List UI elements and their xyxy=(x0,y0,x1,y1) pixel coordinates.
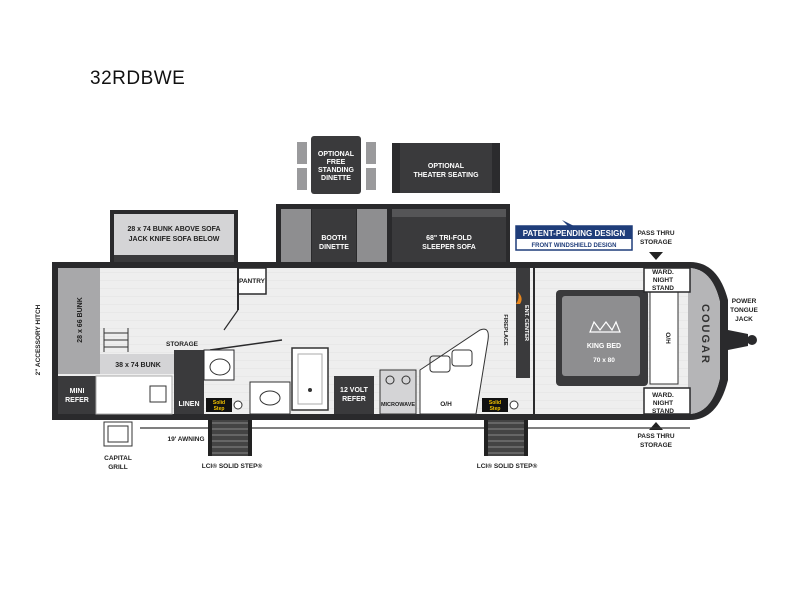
dinette-line-4: DINETTE xyxy=(321,175,351,182)
sleeper-sofa-line-1: 68" TRI-FOLD xyxy=(426,235,472,242)
ent-center-label: ENT. CENTER xyxy=(523,305,529,341)
entry-steps-right xyxy=(484,420,528,456)
optional-dinette: OPTIONAL FREE STANDING DINETTE xyxy=(297,136,376,194)
front-oh-label: O/H xyxy=(664,332,671,344)
king-bed: KING BED 70 x 80 xyxy=(556,290,648,386)
dinette-line-2: FREE xyxy=(327,159,346,166)
step-logo-icon xyxy=(233,400,243,410)
rear-bunk: 28 x 66 BUNK xyxy=(58,268,129,374)
twelve-volt-refer: 12 VOLT REFER xyxy=(334,376,374,414)
front-overhead xyxy=(649,291,679,385)
bathroom xyxy=(203,347,329,415)
wardrobe-top: WARD. NIGHT STAND xyxy=(643,267,691,293)
pass-thru-top-line-1: PASS THRU xyxy=(637,230,674,237)
storage-label: STORAGE xyxy=(166,341,199,348)
linen: LINEN xyxy=(174,350,204,414)
model-title: 32RDBWE xyxy=(90,68,186,89)
bed-size-label: 70 x 80 xyxy=(593,357,615,364)
patent-main-text: PATENT-PENDING DESIGN xyxy=(523,229,626,238)
wardrobe-bottom: WARD. NIGHT STAND xyxy=(643,387,691,415)
ward-bottom-line-3: STAND xyxy=(652,408,674,415)
mini-refer-line-2: REFER xyxy=(65,397,89,404)
microwave-label: MICROWAVE xyxy=(381,402,415,408)
svg-text:Solid: Solid xyxy=(489,400,501,406)
door-swing xyxy=(223,309,239,331)
range-microwave: MICROWAVE xyxy=(379,369,417,415)
solid-step-badge-right: Solid Step xyxy=(482,398,519,412)
kitchen-sink-icon xyxy=(451,349,473,367)
solid-step-badge-left: Solid Step xyxy=(206,398,243,412)
entry-steps-left xyxy=(208,420,252,456)
volt-refer-line-1: 12 VOLT xyxy=(340,387,369,394)
dinette-line-3: STANDING xyxy=(318,167,355,174)
fireplace-label: FIREPLACE xyxy=(502,314,508,346)
toilet-icon xyxy=(209,358,231,376)
burner-icon xyxy=(385,375,395,385)
burner-icon xyxy=(401,375,411,385)
bunk-above-sofa-label: 28 x 74 BUNK ABOVE SOFA xyxy=(127,226,220,233)
arrow-down-icon xyxy=(649,252,663,260)
svg-text:Solid: Solid xyxy=(213,400,225,406)
patent-sub-text: FRONT WINDSHIELD DESIGN xyxy=(532,243,617,249)
sleeper-sofa-line-2: SLEEPER SOFA xyxy=(422,244,476,251)
optional-theater-seating: OPTIONAL THEATER SEATING xyxy=(392,143,500,193)
rear-slide-out: 28 x 74 BUNK ABOVE SOFA JACK KNIFE SOFA … xyxy=(110,210,238,270)
dinette-line-1: OPTIONAL xyxy=(318,151,355,158)
lci-step-left-label: LCI® SOLID STEP® xyxy=(202,462,263,470)
jack-knife-sofa-label: JACK KNIFE SOFA BELOW xyxy=(129,236,220,243)
volt-refer-line-2: REFER xyxy=(342,396,366,403)
svg-text:Step: Step xyxy=(490,406,501,412)
linen-label: LINEN xyxy=(179,401,200,408)
capital-grill-line-1: CAPITAL xyxy=(104,455,132,462)
awning-label: 19' AWNING xyxy=(167,436,204,443)
capital-grill: CAPITAL GRILL xyxy=(103,421,133,471)
bunk-38x74-label: 38 x 74 BUNK xyxy=(115,362,161,369)
pass-thru-top-line-2: STORAGE xyxy=(640,239,673,246)
pantry-label: PANTRY xyxy=(239,278,266,285)
theater-line-1: OPTIONAL xyxy=(428,163,465,170)
power-jack-line-2: TONGUE xyxy=(730,307,758,314)
patent-swoosh-icon xyxy=(562,220,574,226)
sink-icon xyxy=(149,385,167,403)
king-bed-label: KING BED xyxy=(587,343,621,350)
mini-refer-line-1: MINI xyxy=(70,388,85,395)
pass-thru-bottom-line-2: STORAGE xyxy=(640,442,673,449)
ward-bottom-line-1: WARD. xyxy=(652,392,674,399)
accessory-hitch-label: 2" ACCESSORY HITCH xyxy=(35,304,42,375)
living-slide-out: BOOTH DINETTE 68" TRI-FOLD SLEEPER SOFA xyxy=(276,204,510,270)
ward-bottom-line-2: NIGHT xyxy=(653,400,673,407)
basin-icon xyxy=(259,390,281,406)
arrow-up-icon xyxy=(649,422,663,430)
ward-top-line-1: WARD. xyxy=(652,269,674,276)
power-jack-line-3: JACK xyxy=(735,316,753,323)
power-jack-line-1: POWER xyxy=(732,298,757,305)
step-logo-icon xyxy=(509,400,519,410)
flame-icon xyxy=(516,292,522,304)
patent-badge: PATENT-PENDING DESIGN FRONT WINDSHIELD D… xyxy=(515,220,633,251)
booth-dinette-line-2: DINETTE xyxy=(319,244,349,251)
tongue-jack-icon xyxy=(728,330,748,350)
svg-text:Step: Step xyxy=(214,406,225,412)
ward-top-line-2: NIGHT xyxy=(653,277,673,284)
oh-label: O/H xyxy=(440,401,452,408)
pass-thru-bottom-line-1: PASS THRU xyxy=(637,433,674,440)
kitchen-counter: O/H xyxy=(419,328,489,415)
cougar-brand-text: COUGAR xyxy=(699,304,711,365)
ward-top-line-3: STAND xyxy=(652,285,674,292)
kitchen-sink-icon xyxy=(429,355,451,373)
capital-grill-line-2: GRILL xyxy=(108,464,128,471)
ladder-icon xyxy=(103,328,129,352)
mini-refer: MINI REFER xyxy=(58,376,96,414)
outdoor-kitchen-counter xyxy=(95,375,173,415)
lci-step-right-label: LCI® SOLID STEP® xyxy=(477,462,538,470)
theater-line-2: THEATER SEATING xyxy=(413,172,479,179)
crown-icon xyxy=(589,320,621,333)
bunk-28x66-label: 28 x 66 BUNK xyxy=(77,297,84,343)
booth-dinette-line-1: BOOTH xyxy=(321,235,346,242)
